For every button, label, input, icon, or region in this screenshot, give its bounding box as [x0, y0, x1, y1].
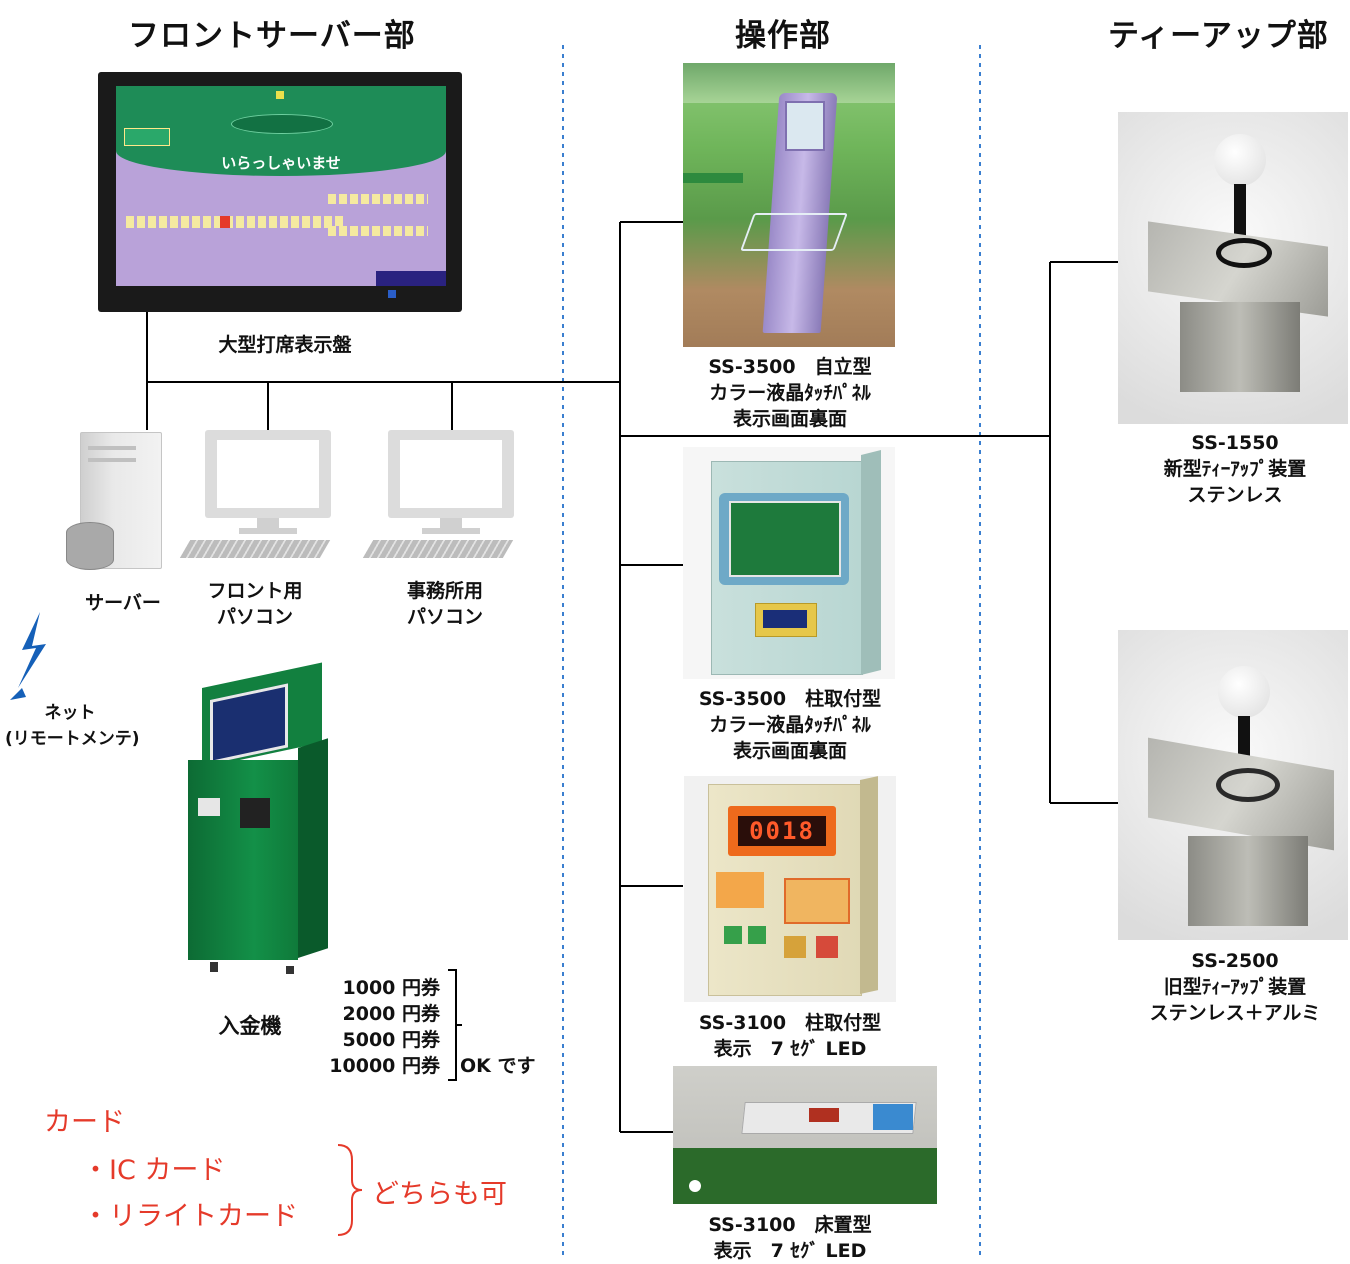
ss1550-photo [1118, 112, 1348, 424]
ss3500-standing-label: SS-3500 自立型 カラー液晶ﾀｯﾁﾊﾟﾈﾙ 表示画面裏面 [708, 356, 872, 430]
section-front-title: フロントサーバー部 [128, 18, 416, 54]
card-brace [337, 1144, 363, 1236]
section-operation-title: 操作部 [735, 18, 831, 54]
arrow-head-icon [10, 688, 26, 700]
bills-bracket [448, 969, 457, 1081]
ss3500-pillar-photo [683, 447, 895, 679]
card-title: カード [44, 1107, 125, 1138]
ss1550-label: SS-1550 新型ﾃｨｰｱｯﾌﾟ装置 ステンレス [1163, 432, 1307, 506]
bills-ok-label: OK です [460, 1055, 536, 1077]
ss3100-floor-label: SS-3100 床置型 表示 7 ｾｸﾞ LED [708, 1214, 872, 1262]
display-screen: いらっしゃいませ [116, 86, 446, 286]
bill-10000: 10000 円券 [329, 1055, 440, 1077]
ss3500-pillar-label: SS-3500 柱取付型 カラー液晶ﾀｯﾁﾊﾟﾈﾙ 表示画面裏面 [698, 688, 882, 762]
card-either: どちらも可 [372, 1179, 507, 1210]
front-pc-label: フロント用 パソコン [207, 580, 303, 628]
ss2500-photo [1118, 630, 1348, 940]
server-label: サーバー [85, 592, 161, 614]
bill-5000: 5000 円券 [342, 1029, 441, 1051]
section-teeup-title: ティーアップ部 [1108, 18, 1329, 54]
office-pc-label: 事務所用 パソコン [406, 580, 483, 628]
card-ic: ・IC カード [82, 1155, 226, 1186]
ss3100-pillar-photo: 0018 [684, 776, 896, 1002]
front-pc-icon [179, 430, 355, 565]
bill-2000: 2000 円券 [342, 1003, 441, 1025]
large-display-monitor: いらっしゃいませ [98, 72, 462, 312]
ss3500-standing-photo [683, 63, 895, 347]
ss3100-pillar-label: SS-3100 柱取付型 表示 7 ｾｸﾞ LED [698, 1012, 882, 1060]
led-display: 0018 [738, 816, 826, 846]
office-pc-icon [362, 430, 538, 565]
ss3100-floor-photo [673, 1066, 937, 1204]
display-greeting: いらっしゃいませ [221, 154, 341, 172]
deposit-machine [188, 662, 338, 974]
bills-list: 1000 円券 2000 円券 5000 円券 10000 円券 [320, 975, 440, 1079]
display-label: 大型打席表示盤 [218, 334, 352, 356]
ss2500-label: SS-2500 旧型ﾃｨｰｱｯﾌﾟ装置 ステンレス＋アルミ [1149, 950, 1321, 1024]
card-rewrite: ・リライトカード [82, 1201, 298, 1232]
database-icon [66, 522, 114, 570]
net-label: ネット (リモートメンテ) [5, 703, 140, 749]
bill-1000: 1000 円券 [342, 977, 441, 999]
lightning-icon [18, 612, 46, 688]
deposit-machine-label: 入金機 [218, 1014, 282, 1038]
